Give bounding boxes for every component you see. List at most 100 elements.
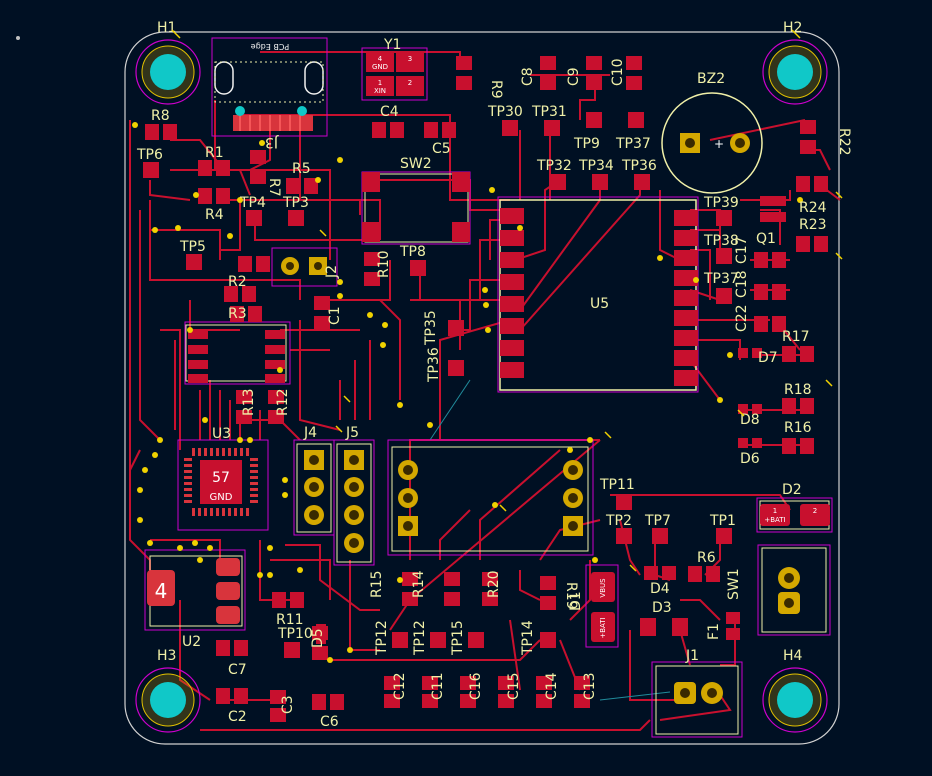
ref-u5: U5 [590, 296, 609, 312]
ref-r20: R20 [486, 570, 502, 598]
ref-q1: Q1 [756, 231, 776, 247]
ref-tp36: TP37 [615, 136, 651, 152]
connector-j1[interactable] [674, 682, 723, 704]
header-module-right[interactable] [563, 460, 583, 536]
ic-u3-qfn[interactable]: 57 GND [184, 448, 258, 516]
y1-pin-2: 2 [408, 79, 412, 87]
ref-j5: J5 [345, 425, 359, 441]
ref-tp6: TP6 [136, 147, 163, 163]
ref-tp5: TP5 [179, 239, 206, 255]
ref-r9: R9 [488, 80, 504, 99]
ref-d7: D7 [758, 350, 778, 366]
ref-c13: C13 [582, 672, 598, 700]
ref-c7: C7 [228, 662, 247, 678]
ref-tp10: TP9 [573, 136, 600, 152]
ref-tp8: TP8 [399, 244, 426, 260]
ref-d3: D3 [652, 600, 672, 616]
d2-pin-2: 2 [813, 507, 817, 515]
header-j2[interactable] [281, 257, 327, 275]
y1-pin-4: 4 [378, 55, 383, 63]
ref-tp9: TP10 [277, 626, 313, 642]
ref-tp31: TP32 [536, 158, 572, 174]
ref-r4: R4 [205, 207, 224, 223]
ref-tp2: TP2 [605, 513, 632, 529]
ref-r6: R6 [697, 550, 716, 566]
ref-f1: F1 [706, 623, 722, 640]
ref-c15: C15 [506, 672, 522, 700]
switch-sw2[interactable] [362, 172, 470, 242]
ref-sw2: SW2 [400, 156, 432, 172]
ref-bz2: BZ2 [697, 71, 725, 87]
buzzer-bz2[interactable]: + [680, 133, 750, 153]
ref-tp3: TP3 [282, 195, 309, 211]
d2-pin-1: 1 [773, 507, 777, 515]
ref-tp4: TP4 [239, 195, 266, 211]
ref-r1: R1 [205, 145, 224, 161]
marker-arrows [171, 29, 843, 572]
ref-tp30: TP31 [531, 104, 567, 120]
crystal-y1[interactable]: 4 GND 3 1 XIN 2 [366, 52, 424, 96]
ref-c1: C1 [327, 306, 343, 325]
u3-gnd-label: GND [210, 492, 233, 503]
ref-r18: R18 [784, 382, 812, 398]
ref-c10: C10 [610, 58, 626, 86]
mounting-hole-h4 [762, 667, 828, 733]
ic-soic-r3-area[interactable] [188, 330, 285, 383]
ref-j2: J2 [324, 265, 340, 279]
ref-c9: C9 [566, 67, 582, 86]
ref-tp1: TP1 [709, 513, 736, 529]
ref-c11: C11 [430, 672, 446, 700]
ref-c12: C12 [392, 672, 408, 700]
ref-c6: C6 [320, 714, 339, 730]
diode-d2[interactable]: 1 +BATI 2 [760, 504, 830, 526]
ref-c4: C4 [380, 104, 399, 120]
d1-vbus-label: VBUS [599, 578, 607, 598]
ref-j1: J1 [685, 648, 699, 664]
ref-c18: C18 [734, 270, 750, 298]
connector-j3-usb[interactable]: PCB Edge [214, 42, 324, 131]
ref-c14: C14 [544, 672, 560, 700]
ic-u2-regulator[interactable]: 4 [147, 558, 240, 624]
header-module-left[interactable] [398, 460, 418, 536]
ref-r23: R23 [799, 217, 827, 233]
ref-r22: R22 [836, 128, 852, 156]
svg-text:+: + [714, 137, 724, 151]
mounting-hole-h1 [135, 39, 201, 105]
ref-j3: J3 [265, 134, 279, 150]
header-j5[interactable] [344, 450, 364, 553]
module-u5[interactable] [500, 208, 698, 386]
ref-r3: R3 [228, 306, 247, 322]
ref-sw1: SW1 [726, 568, 742, 600]
switch-sw1[interactable] [778, 567, 800, 614]
ref-tp32: TP35 [423, 310, 439, 346]
passive-pads [145, 56, 828, 722]
diode-d1[interactable]: VBUS +BATI [591, 572, 615, 642]
y1-gnd-label: GND [372, 63, 388, 71]
ref-d2: D2 [782, 482, 802, 498]
ref-y1: Y1 [383, 37, 401, 53]
header-j4[interactable] [304, 450, 324, 525]
ref-h4: H4 [783, 648, 803, 664]
ref-r15: R15 [369, 570, 385, 598]
ref-h1: H1 [157, 20, 176, 36]
ref-r17: R17 [782, 329, 810, 345]
y1-xin-label: XIN [374, 87, 386, 95]
ref-r2: R2 [228, 274, 247, 290]
ref-tp38: TP38 [703, 233, 739, 249]
d2-bat-label: +BATI [764, 516, 785, 524]
ref-tp15: TP15 [450, 620, 466, 656]
ref-tp29: TP30 [487, 104, 523, 120]
ref-u2: U2 [182, 634, 201, 650]
ref-tp7: TP7 [644, 513, 671, 529]
ref-tp35: TP36 [426, 347, 442, 383]
u2-tab-pin-label: 4 [155, 579, 168, 603]
ref-c5: C5 [432, 141, 451, 157]
ref-tp37: TP37 [703, 271, 739, 287]
ref-tp14: TP14 [520, 620, 536, 656]
ref-d1: D1 [568, 591, 584, 611]
ref-r7: R7 [266, 178, 282, 197]
ref-u3: U3 [212, 426, 231, 442]
ref-r11: R11 [276, 612, 304, 628]
ref-d5: D5 [310, 628, 326, 648]
